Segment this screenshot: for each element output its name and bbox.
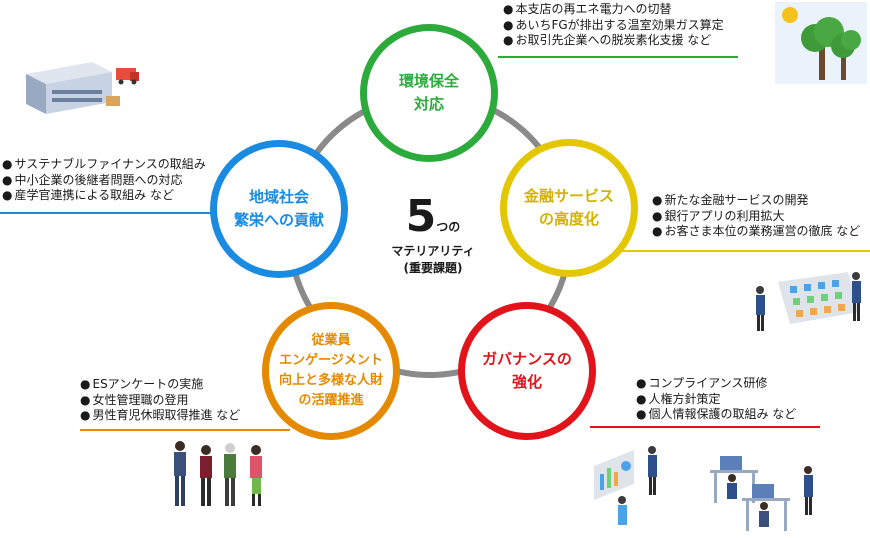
list-item: ESアンケートの実施 xyxy=(80,377,240,393)
list-item: あいちFGが排出する温室効果ガス算定 xyxy=(503,18,723,34)
community-bullets: サステナブルファイナンスの取組み 中小企業の後継者問題への対応 産学官連携による… xyxy=(2,157,206,204)
finance-title: 金融サービス の高度化 xyxy=(523,186,614,228)
finance-rule xyxy=(610,250,870,252)
governance-bullets: コンプライアンス研修 人権方針策定 個人情報保護の取組み など xyxy=(636,376,796,423)
list-item: コンプライアンス研修 xyxy=(636,376,796,392)
list-item: 女性管理職の登用 xyxy=(80,393,240,409)
center-number: 5 xyxy=(405,191,437,242)
finance-node: 金融サービス の高度化 xyxy=(500,139,638,277)
list-item: 中小企業の後継者問題への対応 xyxy=(2,173,206,189)
office-illustration xyxy=(594,446,813,531)
center-suffix: つの xyxy=(436,220,461,234)
employee-node: 従業員 エンゲージメント 向上と多様な人財 の活躍推進 xyxy=(262,302,400,440)
factory-illustration xyxy=(26,62,139,114)
community-title: 地域社会 繁栄への貢献 xyxy=(233,187,324,229)
list-item: サステナブルファイナンスの取組み xyxy=(2,157,205,173)
environment-bullets: 本支店の再エネ電力への切替 あいちFGが排出する温室効果ガス算定 お取引先企業へ… xyxy=(503,2,724,49)
employee-rule xyxy=(80,429,290,431)
people-illustration xyxy=(174,441,262,506)
center-line1: マテリアリティ xyxy=(391,244,475,258)
list-item: お取引先企業への脱炭素化支援 など xyxy=(503,33,724,49)
list-item: 銀行アプリの利用拡大 xyxy=(652,209,860,225)
governance-title: ガバナンスの 強化 xyxy=(482,349,572,391)
center-line2: (重要課題) xyxy=(403,261,463,275)
list-item: 人権方針策定 xyxy=(636,392,796,408)
employee-title: 従業員 エンゲージメント 向上と多様な人財 の活躍推進 xyxy=(278,332,383,409)
employee-bullets: ESアンケートの実施 女性管理職の登用 男性育児休暇取得推進 など xyxy=(80,377,240,424)
trees-illustration xyxy=(775,2,867,84)
environment-node: 環境保全 対応 xyxy=(360,24,498,162)
governance-rule xyxy=(590,426,820,428)
center-label: 5つの マテリアリティ (重要課題) xyxy=(368,195,498,277)
finance-bullets: 新たな金融サービスの開発 銀行アプリの利用拡大 お客さま本位の業務運営の徹底 な… xyxy=(652,193,860,240)
list-item: 男性育児休暇取得推進 など xyxy=(80,408,240,424)
list-item: 産学官連携による取組み など xyxy=(2,188,206,204)
list-item: お客さま本位の業務運営の徹底 など xyxy=(652,224,860,240)
community-node: 地域社会 繁栄への貢献 xyxy=(210,140,348,278)
list-item: 新たな金融サービスの開発 xyxy=(652,193,860,209)
environment-rule xyxy=(498,56,738,58)
community-rule xyxy=(0,212,225,214)
app-illustration xyxy=(756,272,861,331)
list-item: 本支店の再エネ電力への切替 xyxy=(503,2,724,18)
environment-title: 環境保全 対応 xyxy=(398,71,459,113)
list-item: 個人情報保護の取組み など xyxy=(636,407,796,423)
governance-node: ガバナンスの 強化 xyxy=(458,302,596,440)
